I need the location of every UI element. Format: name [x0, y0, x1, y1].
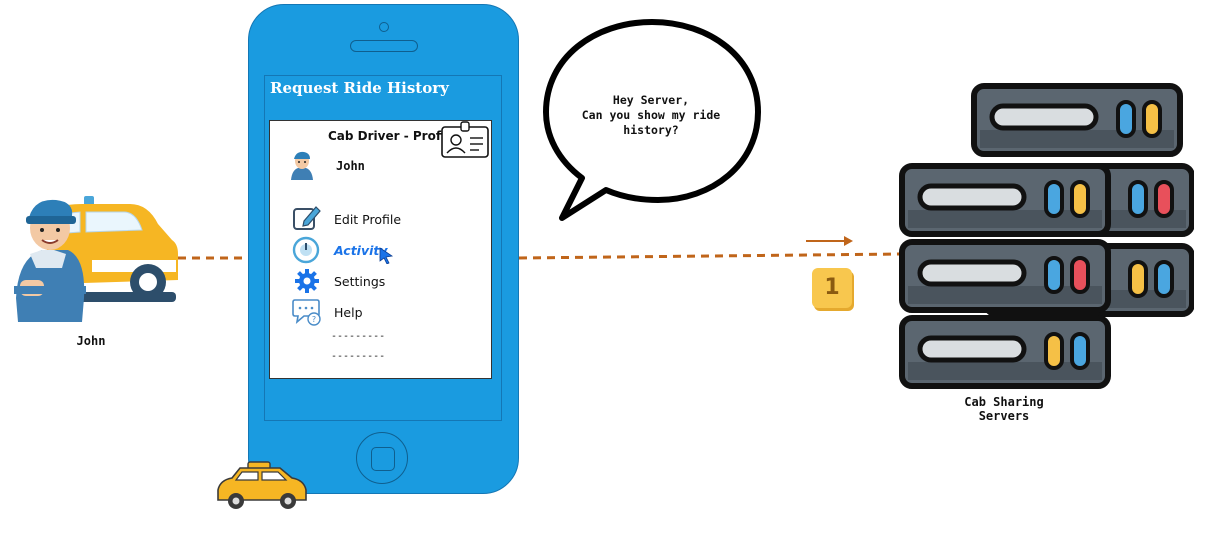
speech-bubble — [543, 19, 761, 221]
gear-icon — [295, 269, 319, 293]
home-button[interactable] — [356, 432, 408, 484]
server-stack-icon — [898, 82, 1194, 390]
menu-label-activity: Activity — [334, 243, 388, 258]
badge-face — [812, 268, 852, 308]
bubble-line: Can you show my ride — [581, 108, 721, 122]
avatar — [291, 151, 313, 180]
step-badge: 1 — [812, 268, 854, 311]
placeholder-line: --------- — [331, 331, 386, 342]
user-label: John — [76, 334, 106, 348]
menu-label-settings: Settings — [334, 274, 386, 289]
svg-text:?: ? — [312, 315, 316, 324]
phone-screen — [264, 75, 502, 421]
menu-label-help: Help — [334, 305, 363, 320]
card-title: Cab Driver - Profile — [328, 129, 457, 143]
menu-label-edit-profile: Edit Profile — [334, 212, 402, 227]
dashed-line-phone-server — [518, 252, 903, 260]
badge-number: 1 — [824, 275, 840, 300]
menu-item-settings[interactable]: Settings — [292, 267, 482, 295]
phone-camera — [379, 22, 389, 32]
profile-name: John — [336, 159, 365, 173]
phone-speaker — [350, 40, 418, 52]
menu-item-activity[interactable]: Activity — [292, 236, 482, 264]
activity-icon — [292, 236, 320, 264]
menu-item-help[interactable]: ? Help — [292, 297, 482, 327]
placeholder-line: --------- — [331, 351, 386, 362]
taxi-icon — [217, 461, 307, 509]
servers-label-line2: Servers — [978, 409, 1030, 423]
bubble-line: history? — [623, 123, 679, 137]
bubble-line: Hey Server, — [612, 93, 690, 107]
edit-icon — [293, 206, 321, 230]
menu-item-edit-profile[interactable]: Edit Profile — [292, 203, 482, 231]
cursor-icon — [379, 247, 394, 264]
home-button-square — [371, 447, 395, 471]
servers-label-line1: Cab Sharing — [964, 395, 1044, 409]
arrow-right-icon — [806, 236, 853, 246]
user-taxi-illustration — [14, 196, 178, 322]
screen-title: Request Ride History — [270, 79, 449, 97]
help-chat-icon: ? — [292, 299, 321, 326]
id-badge-icon — [441, 121, 489, 158]
